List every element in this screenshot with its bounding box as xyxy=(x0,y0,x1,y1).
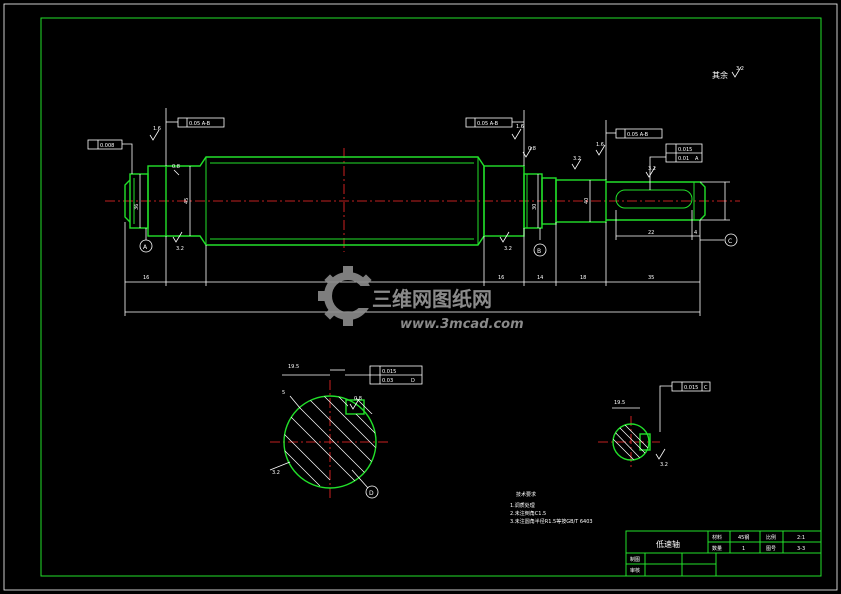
svg-text:1.6: 1.6 xyxy=(153,126,161,132)
svg-text:0.008: 0.008 xyxy=(100,143,114,149)
title-scale-label: 比例 xyxy=(766,534,776,541)
datum-a: A xyxy=(139,228,153,253)
tolerance-frame-top-right: 0.05 A-B xyxy=(605,120,663,180)
roughness-note: 其余 3.2 xyxy=(712,66,744,80)
title-check-label: 审核 xyxy=(630,567,640,574)
svg-text:A: A xyxy=(695,156,699,162)
svg-text:3.2: 3.2 xyxy=(176,246,184,252)
svg-text:0.015: 0.015 xyxy=(382,369,396,375)
title-sheet: 3-3 xyxy=(797,546,805,552)
main-dimensions: 16 16 14 18 35 22 4 36 45 30 40 xyxy=(124,166,730,316)
svg-text:0.01: 0.01 xyxy=(678,156,689,162)
svg-text:B: B xyxy=(537,248,541,255)
svg-text:0.8: 0.8 xyxy=(528,146,536,152)
tolerance-frame-key: 0.015 0.01 A xyxy=(649,143,703,190)
svg-text:0.05 A-B: 0.05 A-B xyxy=(477,121,499,127)
watermark-url: www.3mcad.com xyxy=(400,317,524,332)
title-material: 45钢 xyxy=(738,534,749,541)
title-material-label: 材料 xyxy=(712,534,722,541)
svg-text:19.5: 19.5 xyxy=(614,400,625,406)
datum-c: C xyxy=(700,233,738,247)
dim-len-key3: 4 xyxy=(694,230,697,236)
dim-len-key: 35 xyxy=(648,275,654,281)
svg-text:D: D xyxy=(369,490,374,497)
svg-text:1.6: 1.6 xyxy=(596,142,604,148)
svg-text:C: C xyxy=(728,238,732,245)
shaft-main-view xyxy=(105,148,740,252)
dim-d-right2: 40 xyxy=(584,198,590,204)
svg-text:3.2: 3.2 xyxy=(736,66,744,72)
svg-text:0.05 A-B: 0.05 A-B xyxy=(189,121,211,127)
notes-line1: 1.调质处理 xyxy=(510,502,535,509)
technical-notes: 技术要求 1.调质处理 2.未注倒角C1.5 3.未注圆角半径R1.5等按GB/… xyxy=(510,491,593,525)
datum-b: B xyxy=(533,228,547,257)
section-view-d: 19.5 0.015 0.03 D 0.8 3.2 D 5 xyxy=(269,364,423,500)
watermark: 三维网图纸网 www.3mcad.com xyxy=(318,266,524,332)
svg-text:5: 5 xyxy=(282,390,285,396)
sheet-outer-border xyxy=(3,3,838,591)
tolerance-frame-top-mid: 0.05 A-B xyxy=(465,110,525,166)
dim-len-left: 16 xyxy=(143,275,149,281)
svg-text:D: D xyxy=(411,378,415,384)
svg-text:3.2: 3.2 xyxy=(272,470,280,476)
svg-text:1.6: 1.6 xyxy=(516,124,524,130)
title-scale: 2:1 xyxy=(797,535,805,541)
svg-text:0.015: 0.015 xyxy=(678,147,692,153)
title-qty-label: 数量 xyxy=(712,545,722,552)
svg-text:19.5: 19.5 xyxy=(288,364,299,370)
sheet-inner-border xyxy=(40,17,822,577)
section-view-right: 0.015 C 19.5 3.2 xyxy=(598,381,711,470)
svg-text:C: C xyxy=(704,385,708,391)
gear-logo-icon xyxy=(318,266,380,326)
notes-line3: 3.未注圆角半径R1.5等按GB/T 6403 xyxy=(510,518,593,525)
tolerance-frame-cylindricity: 0.008 xyxy=(87,139,133,174)
notes-heading: 技术要求 xyxy=(516,491,536,498)
svg-text:3.2: 3.2 xyxy=(504,246,512,252)
svg-text:3.2: 3.2 xyxy=(573,156,581,162)
svg-text:3.2: 3.2 xyxy=(660,462,668,468)
svg-text:A: A xyxy=(143,244,148,251)
dim-d-left2: 45 xyxy=(184,198,190,204)
title-part-name: 低速轴 xyxy=(656,539,680,549)
svg-text:3.2: 3.2 xyxy=(648,166,656,172)
dim-d-left1: 36 xyxy=(134,204,140,210)
title-block: 低速轴 材料 45钢 比例 2:1 数量 1 图号 3-3 制图 审核 xyxy=(625,530,822,577)
notes-line2: 2.未注倒角C1.5 xyxy=(510,510,546,517)
tolerance-frame-top-left: 0.05 A-B xyxy=(165,108,225,166)
roughness-symbols: 1.6 3.2 1.6 3.2 3.2 1.6 3.2 0.8 0.8 xyxy=(149,124,656,252)
dim-len-mid: 16 xyxy=(498,275,504,281)
title-drawn-label: 制图 xyxy=(630,556,640,563)
dim-d-right1: 30 xyxy=(532,204,538,210)
roughness-note-text: 其余 xyxy=(712,70,728,80)
svg-text:0.8: 0.8 xyxy=(172,164,180,170)
dim-len-r1: 18 xyxy=(580,275,586,281)
watermark-brand: 三维网图纸网 xyxy=(372,287,492,311)
dim-len-b: 14 xyxy=(537,275,543,281)
title-qty: 1 xyxy=(742,546,745,552)
dim-len-key2: 22 xyxy=(648,230,654,236)
svg-text:0.8: 0.8 xyxy=(354,396,362,402)
title-sheet-label: 图号 xyxy=(766,546,776,552)
svg-text:0.015: 0.015 xyxy=(684,385,698,391)
svg-text:0.03: 0.03 xyxy=(382,378,393,384)
svg-text:0.05 A-B: 0.05 A-B xyxy=(627,132,649,138)
